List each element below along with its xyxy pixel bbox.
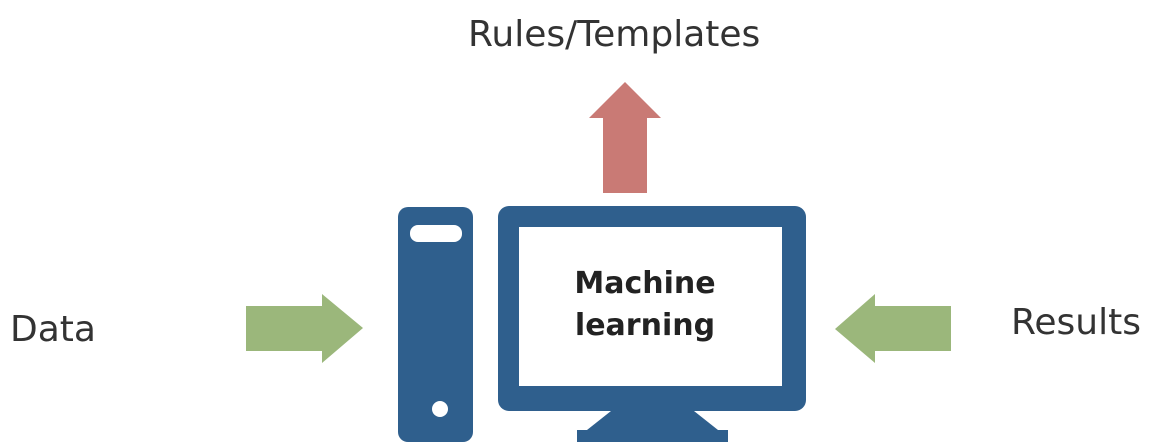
tower-drive-slot-icon — [410, 225, 462, 242]
computer-tower-icon — [398, 207, 473, 442]
output-arrow-up — [589, 82, 661, 193]
input-data-label: Data — [10, 309, 96, 350]
output-label: Rules/Templates — [468, 14, 761, 55]
input-arrow-right — [246, 294, 363, 363]
machine-learning-screen-text: Machine learning — [520, 263, 770, 347]
tower-power-button-icon — [432, 401, 448, 417]
monitor-base-icon — [577, 430, 728, 442]
monitor-screen — [519, 227, 782, 386]
input-results-label: Results — [1011, 302, 1141, 343]
screen-line-2: learning — [574, 308, 716, 343]
screen-line-1: Machine — [574, 266, 716, 301]
monitor-stand-icon — [587, 411, 718, 430]
input-arrow-left — [835, 294, 951, 363]
